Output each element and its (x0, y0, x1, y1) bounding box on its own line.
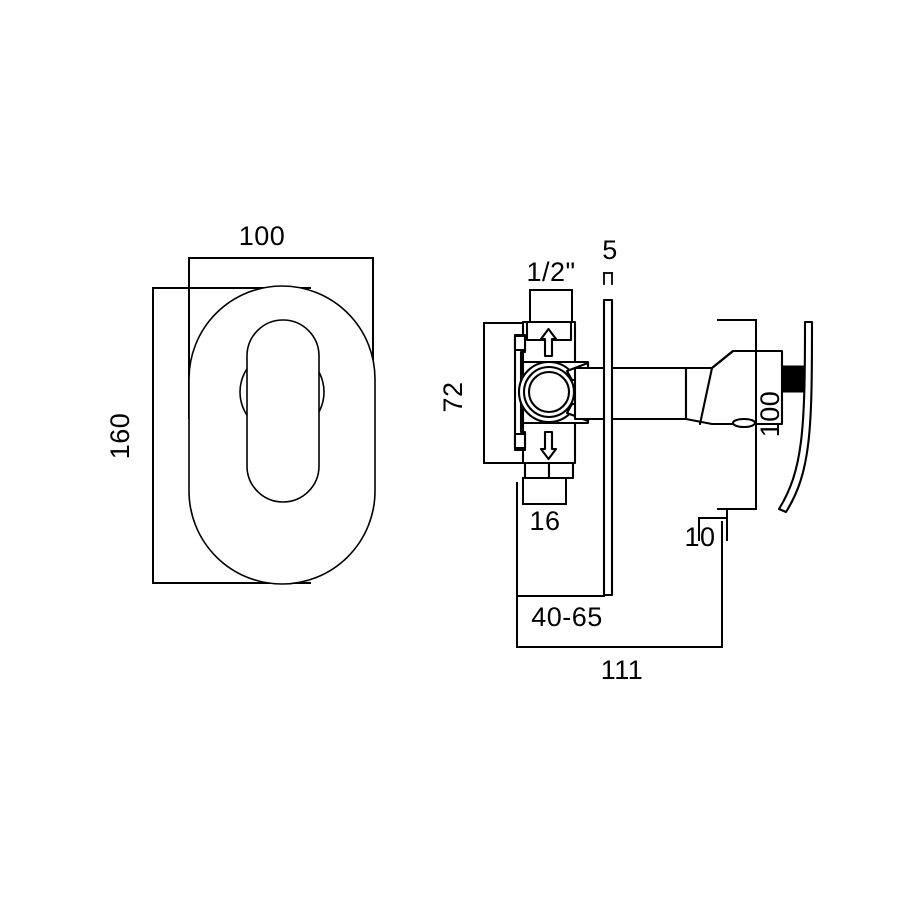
outlet-arrow-down-icon (539, 430, 558, 461)
outlet-port-stub-left (523, 461, 551, 480)
handle-spindle-stub (781, 365, 805, 393)
lever-handle-front (246, 319, 320, 503)
handle-slant-line-top (710, 349, 735, 370)
dim-label-height-160: 160 (105, 413, 135, 460)
dim-label-overall-111: 111 (601, 655, 644, 685)
front-view: 100 160 (105, 221, 376, 585)
dimension-inlet-half-inch (529, 289, 573, 323)
wall-plate (602, 298, 614, 597)
dimension-overall-111 (516, 521, 723, 648)
dim-label-lever-100: 100 (755, 391, 785, 438)
escutcheon-sleeve (573, 366, 688, 421)
dim-label-body-72: 72 (438, 381, 468, 412)
bracket-lug-bottom (513, 432, 527, 450)
dim-label-lever-gap-10: 10 (684, 522, 715, 552)
dim-label-depth-40-65: 40-65 (531, 602, 603, 632)
dimension-lever-gap-10 (698, 508, 728, 541)
escutcheon-curve (777, 320, 814, 514)
dim-label-plate-5: 5 (602, 235, 618, 265)
escutcheon-plate-curved (777, 320, 814, 514)
side-section-view: 72 1/2" 5 (438, 235, 814, 685)
handle-assembly-side (684, 349, 805, 429)
inlet-arrow-up-icon (539, 327, 558, 358)
dim-label-width-100: 100 (239, 221, 286, 251)
dim-label-inlet-half-inch: 1/2" (526, 257, 575, 287)
grub-screw-indicator (731, 417, 757, 429)
outlet-port-stub-right (547, 461, 575, 480)
dimension-outlet-16 (522, 477, 567, 505)
cartridge-inner-bore (527, 370, 571, 414)
bracket-lug-top (513, 334, 527, 352)
dimension-lever-100 (717, 319, 757, 510)
handle-slant-line-front (698, 366, 714, 426)
dim-label-outlet-16: 16 (529, 506, 560, 536)
dimension-plate-5 (603, 272, 613, 285)
sleeve-barrel (573, 366, 688, 421)
dimension-depth-40-65 (516, 482, 605, 597)
dimension-body-72 (483, 322, 528, 464)
